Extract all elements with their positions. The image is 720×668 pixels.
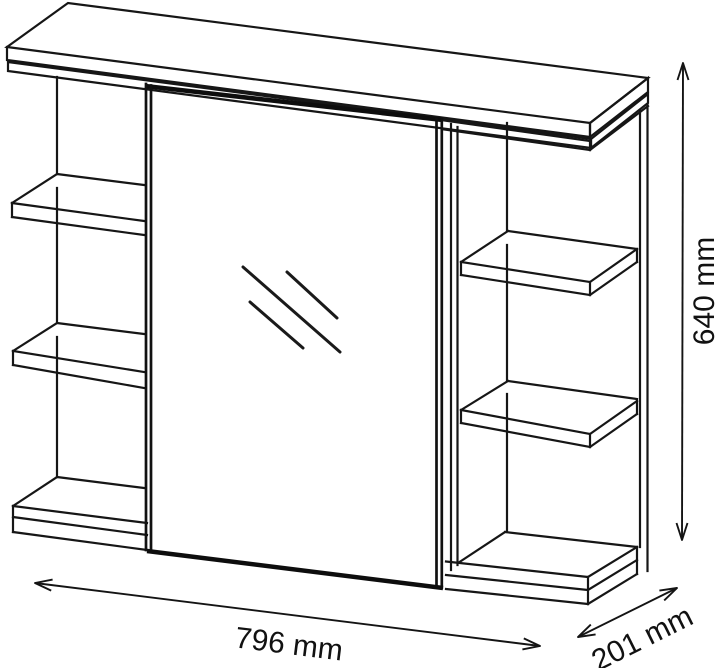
left-shelf-tower <box>10 75 149 552</box>
mirror-door-left-edge <box>144 82 153 553</box>
width-dimension-arrow-left <box>34 578 53 592</box>
height-dimension-line <box>681 62 684 541</box>
height-dimension-arrow-bottom <box>675 522 689 541</box>
depth-dimension-arrow-upper <box>659 587 678 602</box>
height-dimension-arrow-top <box>676 62 690 81</box>
width-dimension-label: 796 mm <box>233 621 345 667</box>
left-shelf-lower <box>11 321 146 390</box>
mirror-door-top-edge <box>144 83 444 123</box>
right-tower-left-wall <box>449 122 459 572</box>
mirror-shine-marks <box>241 265 342 354</box>
left-tower-bottom-slab <box>11 475 149 552</box>
width-dimension: 796 mm <box>34 578 541 668</box>
right-tower-bottom-slab <box>444 530 639 606</box>
right-shelf-tower <box>442 103 650 606</box>
mirror-door <box>144 82 444 591</box>
top-panel-right-face <box>588 75 650 140</box>
left-shelf-upper <box>10 172 146 237</box>
width-dimension-arrow-right <box>522 637 541 651</box>
right-shelf-upper <box>459 229 639 297</box>
height-dimension-label: 640 mm <box>688 237 720 345</box>
top-panel <box>4 1 651 151</box>
depth-dimension-arrow-lower <box>577 623 596 638</box>
mirror-door-bottom-edge <box>146 548 444 591</box>
right-shelf-lower <box>459 379 639 449</box>
mirror-door-right-edge <box>435 117 444 589</box>
width-dimension-line <box>34 582 541 647</box>
right-tower-corner-posts <box>638 103 649 573</box>
height-dimension: 640 mm <box>675 62 720 541</box>
right-tower-top-rail <box>442 104 650 152</box>
top-panel-front-face <box>5 45 592 139</box>
depth-dimension-label: 201 mm <box>586 600 698 668</box>
depth-dimension-line <box>577 587 678 638</box>
